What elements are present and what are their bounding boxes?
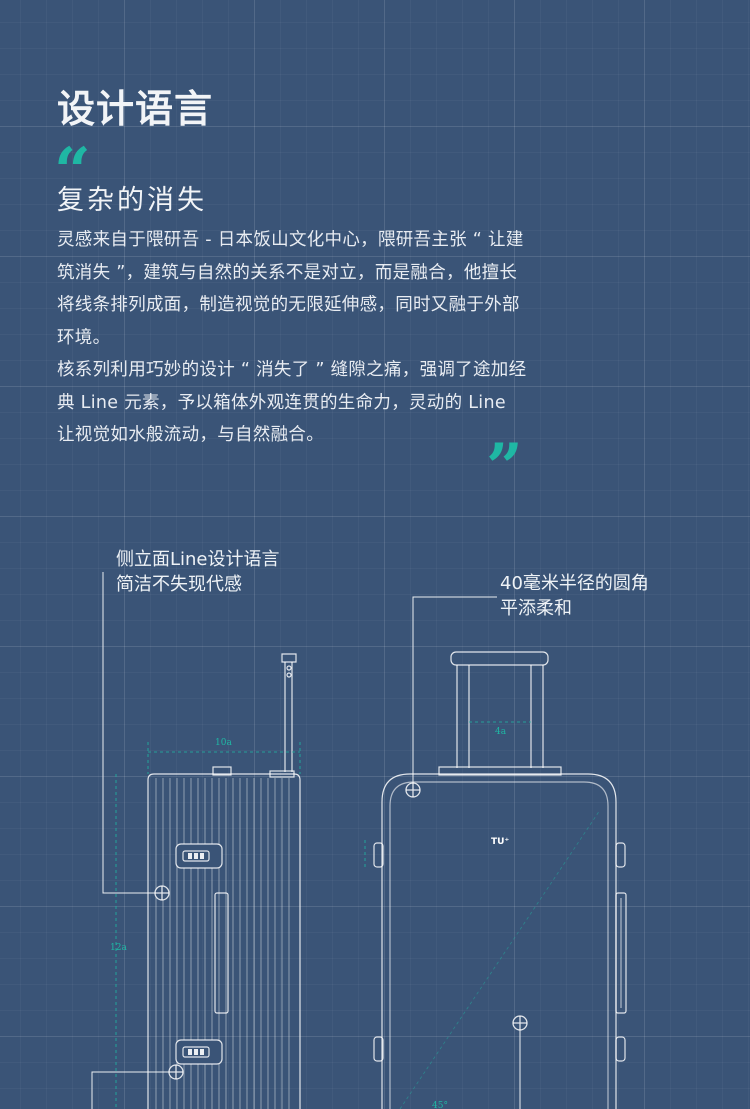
section-title: 设计语言 bbox=[57, 87, 214, 131]
annotation-leaders bbox=[91, 572, 521, 1109]
angle-dimension-label: 45° bbox=[432, 1101, 448, 1109]
front-view-suitcase bbox=[373, 651, 627, 1109]
brand-logo-text: TU⁺ bbox=[491, 837, 509, 847]
dimension-lines bbox=[115, 721, 601, 1109]
lower-latch bbox=[175, 1039, 223, 1065]
handle-dimension-label: 4a bbox=[495, 727, 507, 737]
corner-radius-annotation: 40毫米半径的圆角 平添柔和 bbox=[500, 571, 649, 621]
callout-markers bbox=[154, 782, 528, 1080]
section-subtitle: 复杂的消失 bbox=[57, 185, 207, 216]
upper-latch bbox=[175, 843, 223, 869]
corner-annotation-line-2: 平添柔和 bbox=[500, 598, 572, 619]
description-text: 灵感来自于隈研吾 - 日本饭山文化中心，隈研吾主张 “ 让建筑消失 ”，建筑与自… bbox=[57, 224, 527, 452]
side-carry-handle bbox=[214, 892, 229, 1014]
side-annotation-line-1: 侧立面Line设计语言 bbox=[116, 549, 280, 570]
corner-annotation-line-1: 40毫米半径的圆角 bbox=[500, 573, 649, 594]
side-profile-annotation: 侧立面Line设计语言 简洁不失现代感 bbox=[116, 547, 280, 597]
description-paragraph-2: 核系列利用巧妙的设计 “ 消失了 ” 缝隙之痛，强调了途加经典 Line 元素，… bbox=[57, 360, 527, 445]
close-quote-mark: ” bbox=[486, 430, 523, 505]
side-annotation-line-2: 简洁不失现代感 bbox=[116, 574, 242, 595]
height-dimension-label: 12a bbox=[110, 943, 127, 953]
description-paragraph-1: 灵感来自于隈研吾 - 日本饭山文化中心，隈研吾主张 “ 让建筑消失 ”，建筑与自… bbox=[57, 230, 524, 348]
width-dimension-label: 10a bbox=[215, 738, 232, 748]
side-view-suitcase bbox=[147, 653, 301, 1109]
open-quote-mark: “ bbox=[54, 134, 91, 209]
